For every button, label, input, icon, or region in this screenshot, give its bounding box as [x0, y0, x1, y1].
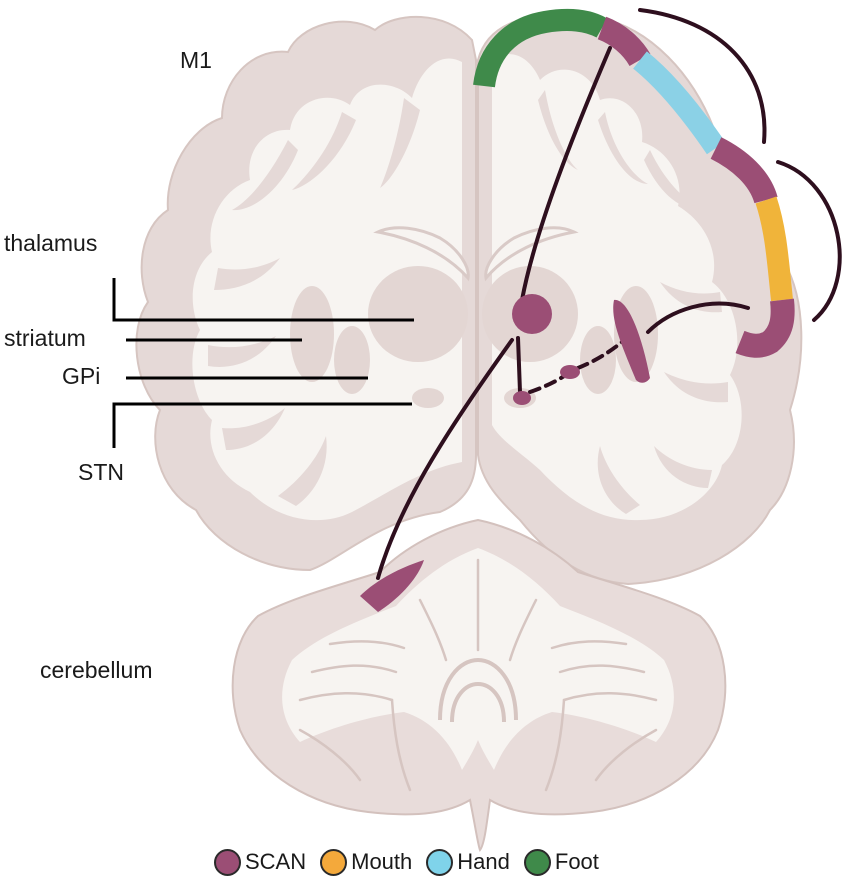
thalamus-label: thalamus	[4, 230, 97, 256]
scan-region-3	[735, 298, 795, 358]
cortical-folds	[208, 90, 728, 514]
right-white-matter	[492, 54, 742, 521]
scan-nodes	[512, 294, 650, 405]
gpi-left	[334, 326, 370, 394]
striatum-scan-node	[613, 299, 650, 383]
cerebrum	[135, 13, 803, 586]
legend-item-mouth: Mouth	[320, 848, 413, 876]
thalamus-cerebellum-line	[376, 338, 514, 580]
stn-label: STN	[78, 459, 124, 485]
legend-item-foot: Foot	[523, 848, 599, 876]
gpi-label: GPi	[62, 363, 100, 389]
thalamus-left	[368, 266, 468, 362]
legend-label-foot: Foot	[554, 849, 599, 874]
legend-item-scan: SCAN	[214, 848, 307, 876]
cerebellum	[231, 518, 727, 852]
legend-label-mouth: Mouth	[351, 849, 413, 874]
foot-region	[473, 9, 608, 88]
vermis	[438, 657, 518, 723]
legend-swatch-foot	[523, 848, 551, 876]
stn-scan-node	[513, 391, 531, 405]
cerebellum-scan-region	[360, 560, 424, 612]
striatum-gpi-line	[576, 340, 624, 370]
m1-label: M1	[180, 47, 212, 73]
scan-region-2	[710, 137, 778, 204]
arc-lower	[776, 160, 842, 322]
cerebellum-label: cerebellum	[40, 657, 153, 683]
cortex-striatum-line	[646, 301, 750, 334]
legend-label-hand: Hand	[457, 849, 510, 874]
hand-region	[633, 51, 726, 155]
gpi-scan-node	[560, 365, 580, 379]
legend-swatch-scan	[214, 848, 241, 876]
thalamus-scan-node	[512, 294, 552, 334]
stn-leader	[112, 402, 412, 448]
thalamus-leader	[112, 278, 414, 322]
legend-swatch-mouth	[320, 848, 348, 876]
legend-item-hand: Hand	[426, 848, 510, 876]
mouth-region	[755, 196, 793, 302]
circuit-connections	[376, 8, 842, 580]
arc-upper	[638, 8, 767, 144]
striatum-left	[290, 286, 334, 382]
legend-label-scan: SCAN	[245, 849, 307, 874]
legend: SCAN Mouth Hand Foot	[214, 845, 613, 879]
m1-motor-strip	[473, 9, 795, 358]
cortex-thalamus-line	[520, 46, 612, 302]
label-leaders	[112, 278, 414, 448]
striatum-label: striatum	[4, 325, 86, 351]
legend-swatch-hand	[426, 848, 454, 876]
cerebellum-folia	[298, 558, 658, 792]
thalamus-stn-line	[516, 336, 522, 394]
ventricles	[373, 226, 579, 282]
scan-region-1	[597, 16, 651, 67]
stn-left	[412, 388, 444, 408]
